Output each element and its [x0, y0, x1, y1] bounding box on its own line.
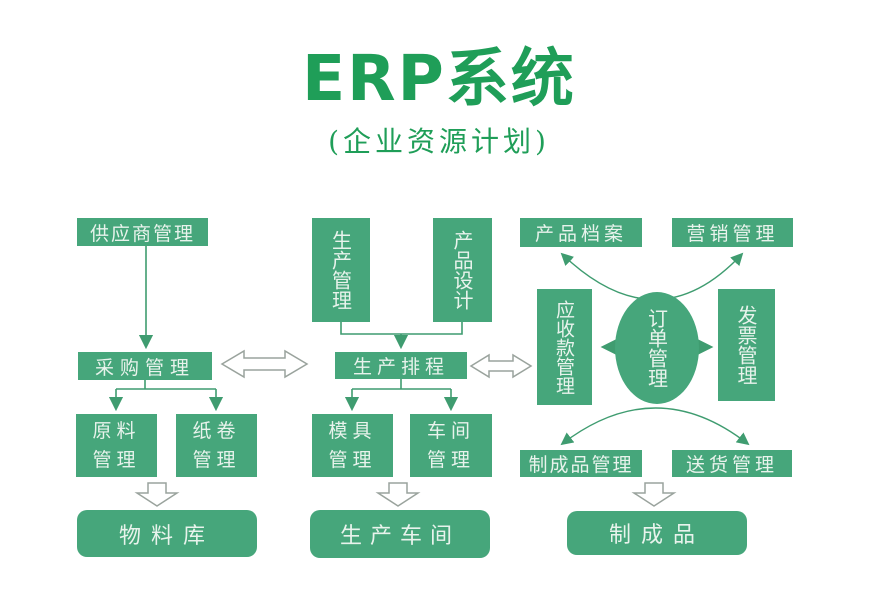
node-product-design: 产品设计 — [433, 218, 492, 322]
node-label: 原料 管理 — [92, 420, 141, 471]
node-label: 生产管理 — [328, 230, 353, 310]
node-label: 送货管理 — [685, 454, 778, 476]
node-label: 生产车间 — [339, 524, 460, 549]
node-label: 物料库 — [118, 523, 215, 549]
node-label: 发票管理 — [734, 305, 758, 385]
node-purchasing-management: 采购管理 — [78, 352, 212, 380]
node-label: 模具 管理 — [328, 420, 377, 471]
node-production-management: 生产管理 — [312, 218, 370, 322]
node-workshop-management: 车间 管理 — [410, 414, 492, 477]
node-label: 供应商管理 — [89, 222, 195, 245]
node-label: 产品档案 — [534, 223, 627, 245]
node-production-schedule: 生产排程 — [335, 352, 467, 379]
node-label: 营销管理 — [686, 223, 779, 245]
node-order-management: 订单管理 — [615, 292, 699, 404]
node-label: 订单管理 — [644, 308, 669, 388]
node-paper-roll-management: 纸卷 管理 — [176, 414, 257, 477]
page-subtitle: (企业资源计划) — [328, 125, 550, 158]
node-label: 生产排程 — [352, 356, 449, 378]
node-receivables-management: 应收款管理 — [537, 289, 592, 405]
node-raw-material-management: 原料 管理 — [76, 414, 157, 477]
block-arrow-to-production-workshop — [375, 482, 421, 507]
block-arrow-to-finished-goods — [631, 482, 677, 507]
node-material-warehouse: 物料库 — [77, 510, 257, 557]
node-invoice-management: 发票管理 — [718, 289, 775, 401]
node-label: 纸卷 管理 — [192, 420, 241, 471]
node-marketing-management: 营销管理 — [672, 218, 793, 247]
node-supplier-management: 供应商管理 — [77, 218, 208, 246]
node-production-workshop: 生产车间 — [310, 510, 490, 558]
merge-production-design-lines — [340, 322, 463, 335]
double-arrow-schedule-receivables — [469, 353, 533, 379]
page-title: ERP系统 — [302, 42, 576, 115]
branch-purchasing-stem — [116, 380, 216, 390]
double-arrow-purchasing-schedule — [220, 349, 309, 379]
node-label: 车间 管理 — [426, 420, 475, 471]
block-arrow-to-material-warehouse — [134, 482, 180, 507]
arc-order-to-finished-and-delivery — [560, 407, 750, 446]
node-label: 制成品管理 — [528, 454, 634, 476]
node-label: 应收款管理 — [553, 299, 575, 395]
node-product-archive: 产品档案 — [520, 218, 642, 247]
node-label: 采购管理 — [94, 356, 195, 379]
branch-schedule-stem — [352, 378, 451, 390]
node-label: 产品设计 — [450, 230, 474, 310]
node-delivery-management: 送货管理 — [672, 450, 792, 477]
node-finished-goods: 制成品 — [567, 511, 747, 555]
node-mold-management: 模具 管理 — [312, 414, 393, 477]
node-label: 制成品 — [608, 523, 705, 548]
node-finished-goods-management: 制成品管理 — [520, 450, 642, 477]
